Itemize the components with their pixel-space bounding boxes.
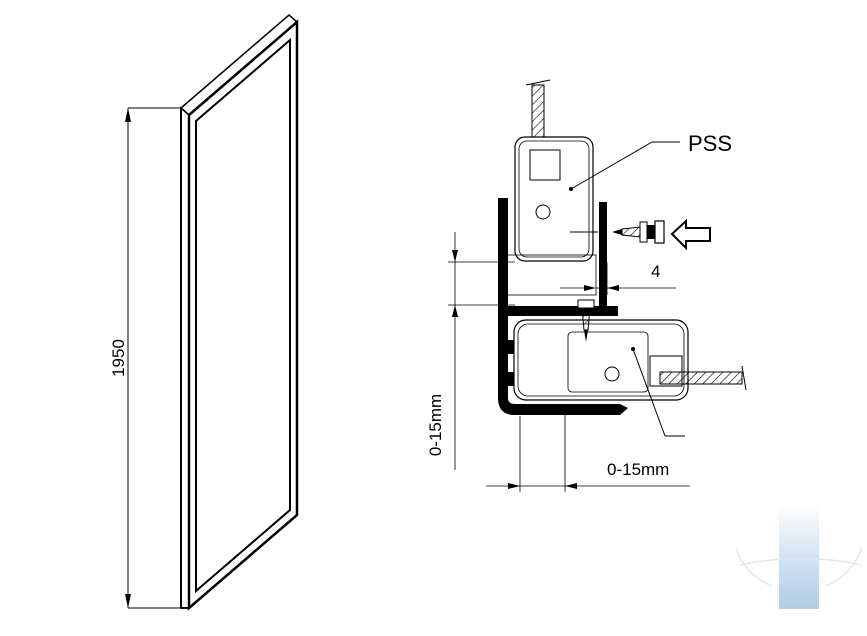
screw-upper bbox=[570, 220, 665, 244]
shower-panel-elevation bbox=[179, 14, 299, 611]
height-dimension bbox=[125, 107, 181, 609]
pss-label: PSS bbox=[688, 131, 732, 156]
gap-dimension-label: 4 bbox=[651, 262, 660, 281]
pss-profile-lower bbox=[513, 319, 747, 401]
height-dimension-label: 1950 bbox=[109, 339, 128, 377]
brand-logo-icon bbox=[735, 505, 863, 609]
wall-channel-profile bbox=[498, 198, 628, 415]
pss-profile-upper bbox=[505, 136, 597, 296]
lower-leader-line bbox=[632, 348, 685, 437]
vertical-adjust-label: 0-15mm bbox=[426, 394, 445, 456]
screw-lower bbox=[577, 299, 595, 342]
insert-direction-arrow-icon bbox=[670, 218, 711, 251]
vertical-adjust-dimension bbox=[448, 232, 515, 470]
gap-dimension bbox=[560, 262, 676, 295]
horizontal-adjust-label: 0-15mm bbox=[607, 460, 669, 479]
horizontal-adjust-dimension bbox=[486, 406, 690, 492]
pss-leader-line bbox=[570, 141, 680, 190]
